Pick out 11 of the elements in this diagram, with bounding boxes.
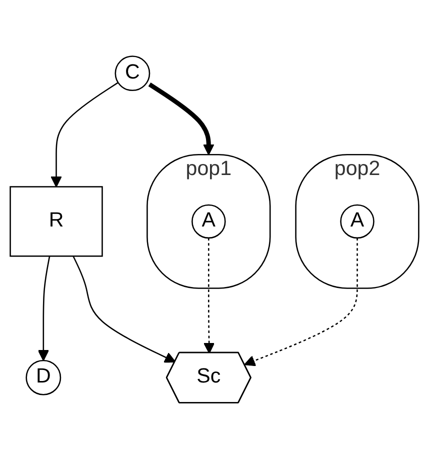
arrow <box>148 82 214 155</box>
node-box: R <box>10 186 103 256</box>
arrow <box>38 256 50 361</box>
arrow <box>244 238 358 366</box>
node-circle: A <box>340 204 374 238</box>
arrow <box>50 82 118 187</box>
node-circle: A <box>192 204 226 238</box>
node-circle: C <box>114 55 150 91</box>
node-circle: D <box>26 359 62 395</box>
arrow <box>203 238 215 354</box>
arrow <box>72 255 176 362</box>
